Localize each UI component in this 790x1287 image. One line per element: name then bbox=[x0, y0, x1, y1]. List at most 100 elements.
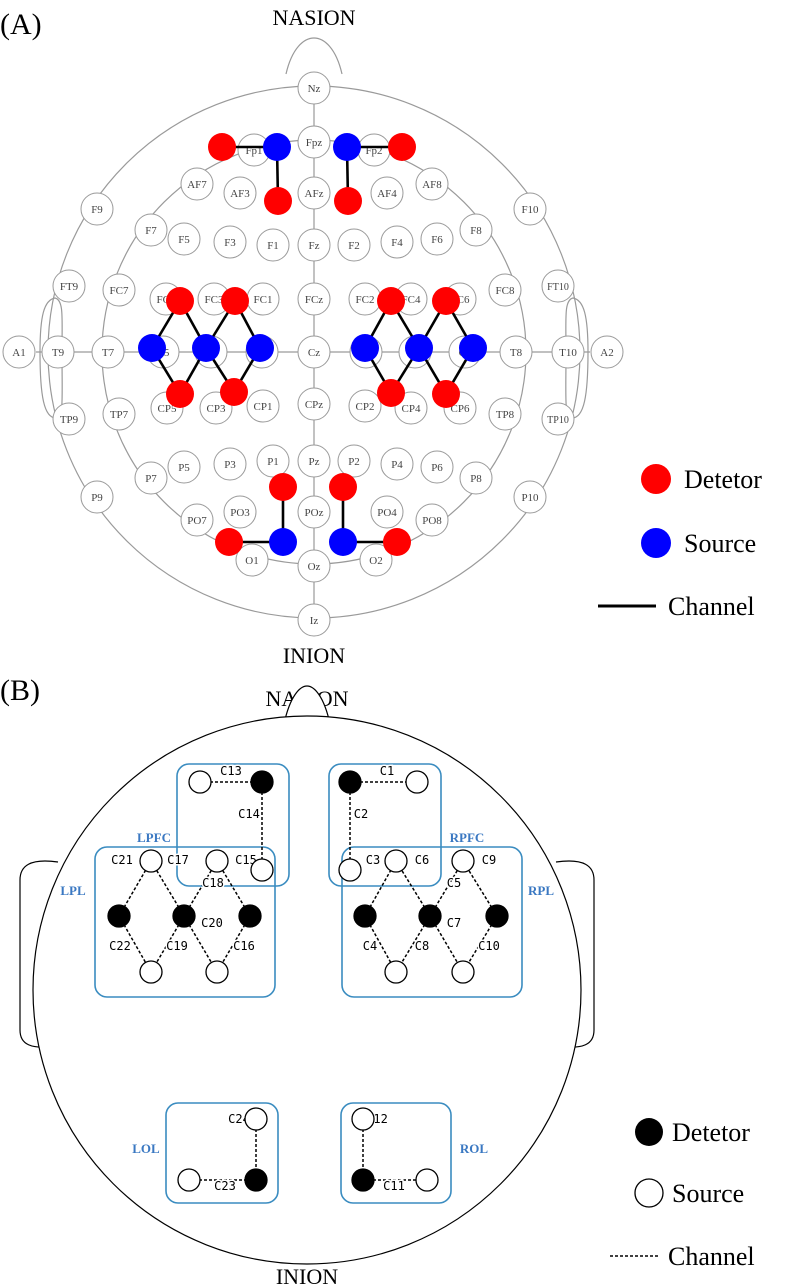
electrode-label: F7 bbox=[145, 225, 157, 237]
legend-b-detector-marker bbox=[635, 1118, 663, 1146]
electrode-af3: AF3 bbox=[223, 176, 257, 210]
electrode-label: Oz bbox=[308, 561, 321, 573]
electrode-label: F1 bbox=[267, 240, 279, 252]
electrode-circle bbox=[297, 444, 331, 478]
detector-optode-b bbox=[485, 904, 509, 928]
electrode-label: F10 bbox=[521, 204, 539, 216]
legend-detector-label: Detetor bbox=[684, 465, 762, 494]
detector-optode bbox=[329, 473, 357, 501]
detector-optode bbox=[166, 380, 194, 408]
electrode-label: F5 bbox=[178, 234, 190, 246]
electrode-circle bbox=[370, 176, 404, 210]
source-optode-b bbox=[451, 849, 475, 873]
source-optode bbox=[405, 334, 433, 362]
electrode-circle bbox=[2, 335, 36, 369]
nose-outline bbox=[285, 37, 343, 75]
electrode-label: P8 bbox=[470, 473, 482, 485]
electrode-p5: P5 bbox=[167, 450, 201, 484]
source-optode bbox=[138, 334, 166, 362]
electrode-label: F4 bbox=[391, 237, 403, 249]
source-optode-b bbox=[139, 960, 163, 984]
electrode-a1: A1 bbox=[2, 335, 36, 369]
legend-detector-marker bbox=[641, 464, 671, 494]
legend-b: Detetor Source Channel bbox=[610, 1118, 755, 1271]
electrode-circle bbox=[370, 495, 404, 529]
electrode-fpz: Fpz bbox=[297, 125, 331, 159]
electrode-label: CP2 bbox=[356, 401, 375, 413]
electrode-o1: O1 bbox=[235, 543, 269, 577]
electrode-f9: F9 bbox=[80, 192, 114, 226]
electrode-t9: T9 bbox=[41, 335, 75, 369]
detector-optode bbox=[383, 528, 411, 556]
electrode-f8: F8 bbox=[459, 213, 493, 247]
channel-label-c23: C23 bbox=[214, 1179, 236, 1193]
electrode-label: TP8 bbox=[496, 409, 515, 421]
electrode-p6: P6 bbox=[420, 450, 454, 484]
electrode-iz: Iz bbox=[297, 603, 331, 637]
electrode-label: FCz bbox=[305, 294, 323, 306]
detector-optode-b bbox=[353, 904, 377, 928]
electrode-label: FC1 bbox=[254, 294, 273, 306]
source-optode bbox=[246, 334, 274, 362]
electrode-circle bbox=[297, 495, 331, 529]
electrode-circle bbox=[297, 71, 331, 105]
source-optode-b bbox=[451, 960, 475, 984]
electrode-ft10: FT10 bbox=[541, 269, 575, 303]
electrode-label: T8 bbox=[510, 347, 523, 359]
electrode-label: Iz bbox=[310, 615, 319, 627]
source-optode-b bbox=[384, 849, 408, 873]
source-optode bbox=[351, 334, 379, 362]
source-optode-b bbox=[250, 858, 274, 882]
source-optode bbox=[192, 334, 220, 362]
electrode-circle bbox=[134, 213, 168, 247]
electrode-circle bbox=[297, 282, 331, 316]
detector-optode bbox=[334, 187, 362, 215]
electrode-p7: P7 bbox=[134, 461, 168, 495]
electrode-label: P2 bbox=[348, 456, 360, 468]
electrode-t8: T8 bbox=[499, 335, 533, 369]
detector-optode-b bbox=[172, 904, 196, 928]
channel-label-c5: C5 bbox=[447, 876, 461, 890]
electrode-cz: Cz bbox=[297, 335, 331, 369]
electrode-cpz: CPz bbox=[297, 387, 331, 421]
electrode-label: PO3 bbox=[230, 507, 250, 519]
electrode-circle bbox=[52, 402, 86, 436]
electrode-label: PO4 bbox=[377, 507, 397, 519]
electrode-label: F2 bbox=[348, 240, 360, 252]
electrode-circle bbox=[541, 269, 575, 303]
electrode-circle bbox=[459, 461, 493, 495]
electrode-label: CP5 bbox=[158, 403, 177, 415]
channel-label-c16: C16 bbox=[233, 939, 255, 953]
detector-optode-b bbox=[238, 904, 262, 928]
source-optode-b bbox=[139, 849, 163, 873]
channel-label-c10: C10 bbox=[478, 939, 500, 953]
channel-label-c18: C18 bbox=[202, 876, 224, 890]
electrode-tp9: TP9 bbox=[52, 402, 86, 436]
electrode-circle bbox=[380, 447, 414, 481]
electrode-fc2: FC2 bbox=[348, 282, 382, 316]
electrode-circle bbox=[488, 273, 522, 307]
detector-optode-b bbox=[107, 904, 131, 928]
channel-label-c11: C11 bbox=[383, 1179, 405, 1193]
electrode-pz: Pz bbox=[297, 444, 331, 478]
electrode-fp2: Fp2 bbox=[357, 133, 391, 167]
channel-label-c4: C4 bbox=[363, 939, 377, 953]
electrode-label: AF3 bbox=[230, 188, 250, 200]
electrode-oz: Oz bbox=[297, 549, 331, 583]
detector-optode bbox=[377, 287, 405, 315]
source-optode-b bbox=[415, 1168, 439, 1192]
electrode-label: FT9 bbox=[60, 281, 79, 293]
electrode-label: CP3 bbox=[207, 403, 226, 415]
electrode-circle bbox=[551, 335, 585, 369]
electrode-poz: POz bbox=[297, 495, 331, 529]
electrode-f3: F3 bbox=[213, 225, 247, 259]
channel-label-c22: C22 bbox=[109, 939, 131, 953]
region-box-rol bbox=[340, 1102, 452, 1204]
detector-optode bbox=[264, 187, 292, 215]
electrode-circle bbox=[213, 225, 247, 259]
electrode-circle bbox=[348, 389, 382, 423]
channel-label-c3: C3 bbox=[366, 853, 380, 867]
legend-b-detector-label: Detetor bbox=[672, 1118, 750, 1147]
region-box-rpl bbox=[341, 846, 523, 998]
